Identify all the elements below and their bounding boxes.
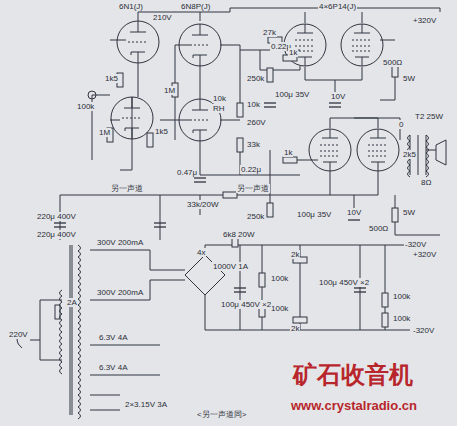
component-label: 100k xyxy=(392,292,411,301)
component-label: -320V xyxy=(404,240,427,249)
component-label: 8Ω xyxy=(420,178,432,187)
component-label: 2A xyxy=(66,298,78,307)
component-label: 100k xyxy=(270,274,289,283)
component-label: 100k xyxy=(76,102,95,111)
component-label: 1M xyxy=(163,86,176,95)
component-label: 500Ω xyxy=(382,58,403,67)
component-label: 1k xyxy=(283,148,293,157)
component-label: 6.3V 4A xyxy=(98,363,128,372)
component-label: 300V 200mA xyxy=(96,238,144,247)
component-label: 33k/20W xyxy=(186,200,220,209)
component-label: 220V xyxy=(8,330,29,339)
component-label: 6.3V 4A xyxy=(98,333,128,342)
component-label: 210V xyxy=(152,13,173,22)
component-label: 另一声道 xyxy=(110,184,144,193)
component-label: 2k xyxy=(290,250,300,259)
component-label: 另一声道 xyxy=(236,184,270,193)
component-label: 6N8P(J) xyxy=(180,2,211,11)
component-label: 33k xyxy=(246,140,261,149)
component-label: 10k xyxy=(212,94,227,103)
component-label: 1k5 xyxy=(104,74,119,83)
component-label: 1M xyxy=(98,128,111,137)
component-label: 10V xyxy=(346,208,362,217)
component-label: 2×3.15V 3A xyxy=(124,400,168,409)
component-label: 100k xyxy=(270,304,289,313)
component-label: 1k xyxy=(288,48,298,57)
component-label: 27k xyxy=(262,28,277,37)
component-label: 10k xyxy=(246,100,261,109)
component-label: 0.22μ xyxy=(240,165,262,174)
component-label: +320V xyxy=(412,16,437,25)
component-label: <另一声道同> xyxy=(196,410,247,419)
component-label: 1k5 xyxy=(154,127,169,136)
component-label: 6N1(J) xyxy=(118,2,144,11)
component-label: 260V xyxy=(246,118,267,127)
component-label: 0.47μ xyxy=(176,168,198,177)
component-label: 5W xyxy=(402,208,416,217)
component-label: 220μ 400V xyxy=(36,212,77,221)
component-label: T2 25W xyxy=(414,112,444,121)
component-label: +320V xyxy=(412,250,437,259)
component-label: 100μ 450V ×2 xyxy=(220,300,272,309)
component-label: 100μ 35V xyxy=(296,210,332,219)
component-label: 500Ω xyxy=(368,224,389,233)
watermark: www.crystalradio.cn xyxy=(290,398,418,413)
component-label: -320V xyxy=(412,326,435,335)
watermark: 矿石收音机 xyxy=(292,362,414,388)
component-label: 2k xyxy=(290,324,300,333)
component-label: 5W xyxy=(402,74,416,83)
component-label: RH xyxy=(212,104,226,113)
component-label: 250k xyxy=(246,74,265,83)
component-label: 100k xyxy=(392,314,411,323)
component-label: 2k5 xyxy=(402,150,417,159)
component-label: 6k8 20W xyxy=(222,230,256,239)
component-label: 100μ 450V ×2 xyxy=(318,278,370,287)
component-label: 4×6P14(J) xyxy=(318,2,357,11)
component-label: 100μ 35V xyxy=(274,90,310,99)
component-label: 10V xyxy=(330,92,346,101)
component-label: 1000V 1A xyxy=(212,262,249,271)
component-label: 4x xyxy=(196,248,206,257)
component-label: 220μ 400V xyxy=(36,230,77,239)
component-label: 300V 200mA xyxy=(96,288,144,297)
component-label: 0 xyxy=(398,120,404,129)
component-label: 250k xyxy=(246,212,265,221)
